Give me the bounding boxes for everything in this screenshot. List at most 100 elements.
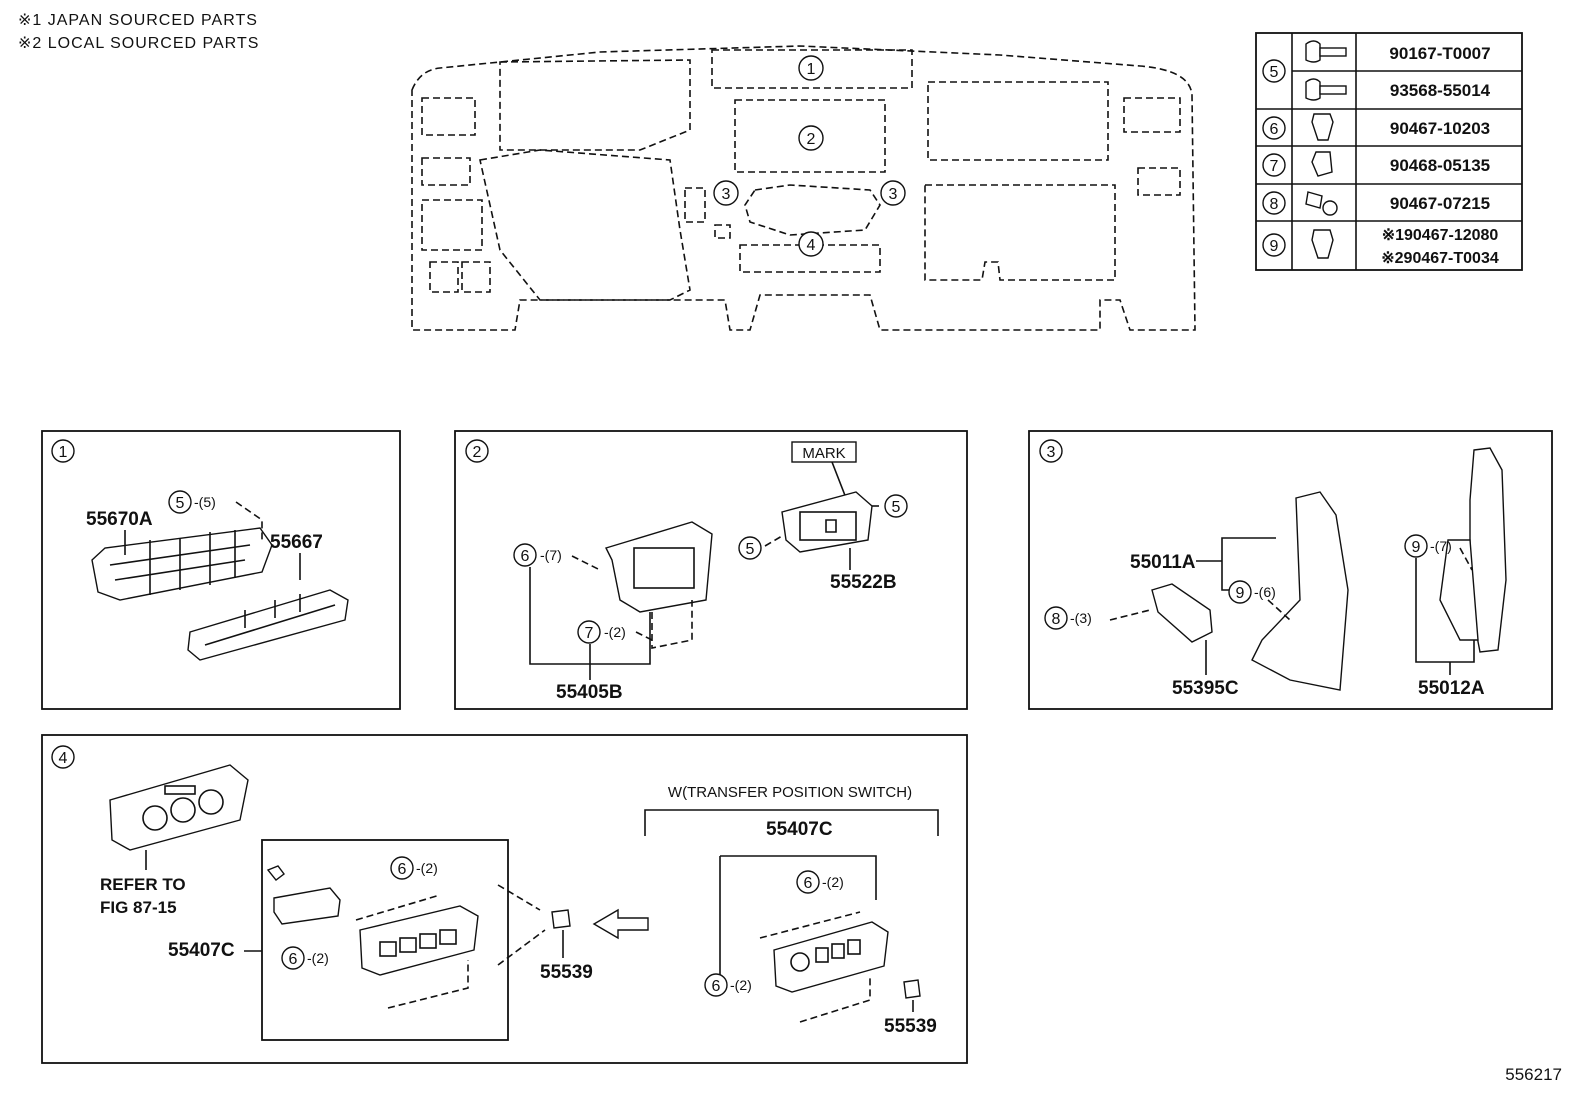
marker-1[interactable] [798,55,824,81]
part-55012A-label: 55012A [1418,678,1485,699]
marker-4-label: 4 [807,237,816,254]
part-90467-07215: 90467-07215 [1390,194,1490,213]
display-panel-part[interactable] [605,521,713,613]
marker-2[interactable] [798,125,824,151]
switch-right-part[interactable] [903,979,921,999]
side-panel-right-part[interactable] [1439,447,1507,653]
clip-6-bottom-right-ref: 6 [712,978,721,995]
clip-6-ref: 6 [521,548,530,565]
panel-3: 3 55011A 9 -(6) 8 -(3) 55395C 9 -(7) 550… [1028,430,1553,710]
switch-base-panel-part[interactable] [359,905,479,976]
clip-5-left-ref: 5 [746,541,755,558]
clip-9-right-ref: 9 [1412,539,1421,556]
clip-7-qty: -(2) [604,624,626,640]
ref-9-label: 9 [1270,238,1279,255]
part-55395C-label: 55395C [1172,678,1239,699]
marker-3-right-label: 3 [889,186,898,203]
part-55407C-left-label: 55407C [168,940,235,961]
clip-5-ref: 5 [176,495,185,512]
part-55407C-right-label: 55407C [766,819,833,840]
vent-grille-part[interactable] [187,589,349,661]
marker-3-right[interactable] [880,180,906,206]
clip-6-bottom-left-qty: -(2) [307,950,329,966]
panel-1: 1 55670A 55667 5 -(5) [41,430,401,710]
panel-4-number: 4 [59,750,68,767]
marker-1-label: 1 [807,61,816,78]
coin-tray-part[interactable] [273,887,341,925]
clip-icon [1311,113,1334,141]
part-90467-12080: ※190467-12080 [1382,227,1499,244]
ref-5-label: 5 [1270,64,1279,81]
ref-circle-5 [1262,59,1286,83]
marker-3-left[interactable] [713,180,739,206]
ref-circle-7 [1262,153,1286,177]
clip-6-bottom-left-ref: 6 [289,951,298,968]
part-55539-right-label: 55539 [884,1016,937,1037]
overview-markers: 1 2 3 3 4 [713,55,906,257]
clip-6-top-right-qty: -(2) [822,874,844,890]
part-55670A-label: 55670A [86,509,153,530]
dashboard-outline [411,45,1196,331]
rivet-icon [1305,191,1338,216]
ref-circle-9 [1262,233,1286,257]
clip-6-top-left-qty: -(2) [416,860,438,876]
clip-6-top-left-ref: 6 [398,861,407,878]
inset-box [261,839,509,1041]
ref-circle-8 [1262,191,1286,215]
marker-4[interactable] [798,231,824,257]
document-id: 556217 [1505,1065,1562,1084]
vent-outlet-part[interactable] [91,527,273,601]
marker-2-label: 2 [807,131,816,148]
mark-label: MARK [802,445,845,462]
panel-1-number: 1 [59,444,68,461]
climate-control-panel-part[interactable] [109,764,249,851]
marker-3-left-label: 3 [722,186,731,203]
part-90167-T0007: 90167-T0007 [1389,44,1490,63]
clip-icon [1311,229,1334,259]
screw-icon [266,865,285,881]
part-55667-label: 55667 [270,532,323,553]
side-panel-left-part[interactable] [1251,491,1349,691]
clip-6-qty: -(7) [540,547,562,563]
ref-circle-6 [1262,116,1286,140]
clip-5-qty: -(5) [194,494,216,510]
refer-to-label: REFER TO [100,875,186,894]
panel-3-number: 3 [1047,444,1056,461]
clip-9-left-qty: -(6) [1254,584,1276,600]
bracket-part[interactable] [1151,583,1213,643]
clip-6-bottom-right-qty: -(2) [730,977,752,993]
screw-icon [1305,40,1347,63]
display-bezel-part[interactable] [781,491,873,553]
switch-base-panel-right-part[interactable] [773,921,889,993]
clip-5-right-ref: 5 [892,499,901,516]
part-55011A-label: 55011A [1130,552,1196,573]
part-93568-55014: 93568-55014 [1390,81,1491,100]
rivet-8-qty: -(3) [1070,610,1092,626]
ref-6-label: 6 [1270,121,1279,138]
condition-label: W(TRANSFER POSITION SWITCH) [668,784,912,801]
part-55522B-label: 55522B [830,572,897,593]
part-90467-10203: 90467-10203 [1390,119,1490,138]
part-90468-05135: 90468-05135 [1390,156,1490,175]
screw-icon [1305,78,1347,101]
refer-fig-label: FIG 87-15 [100,898,177,917]
note-japan-sourced: ※1 JAPAN SOURCED PARTS [18,12,258,29]
rivet-8-ref: 8 [1052,611,1061,628]
clip-9-left-ref: 9 [1236,585,1245,602]
ref-8-label: 8 [1270,196,1279,213]
fastener-table: 5 6 7 8 9 90167-T0007 9356 [1255,32,1523,271]
clip-9-right-qty: -(7) [1430,538,1452,554]
panel-2-number: 2 [473,444,482,461]
part-55405B-label: 55405B [556,682,623,703]
clip-6-top-right-ref: 6 [804,875,813,892]
mark-box [791,441,857,463]
arrow-icon [592,908,649,940]
panel-2: 2 MARK 5 5 55522B 6 -(7) 7 -(2) 55 [454,430,968,710]
ref-7-label: 7 [1270,158,1279,175]
part-55539-left-label: 55539 [540,962,593,983]
part-90467-T0034: ※290467-T0034 [1381,250,1499,267]
clip-icon [1311,151,1333,177]
switch-part[interactable] [551,909,571,929]
panel-4: 4 REFER TO FIG 87-15 6 -(2) [41,734,968,1064]
